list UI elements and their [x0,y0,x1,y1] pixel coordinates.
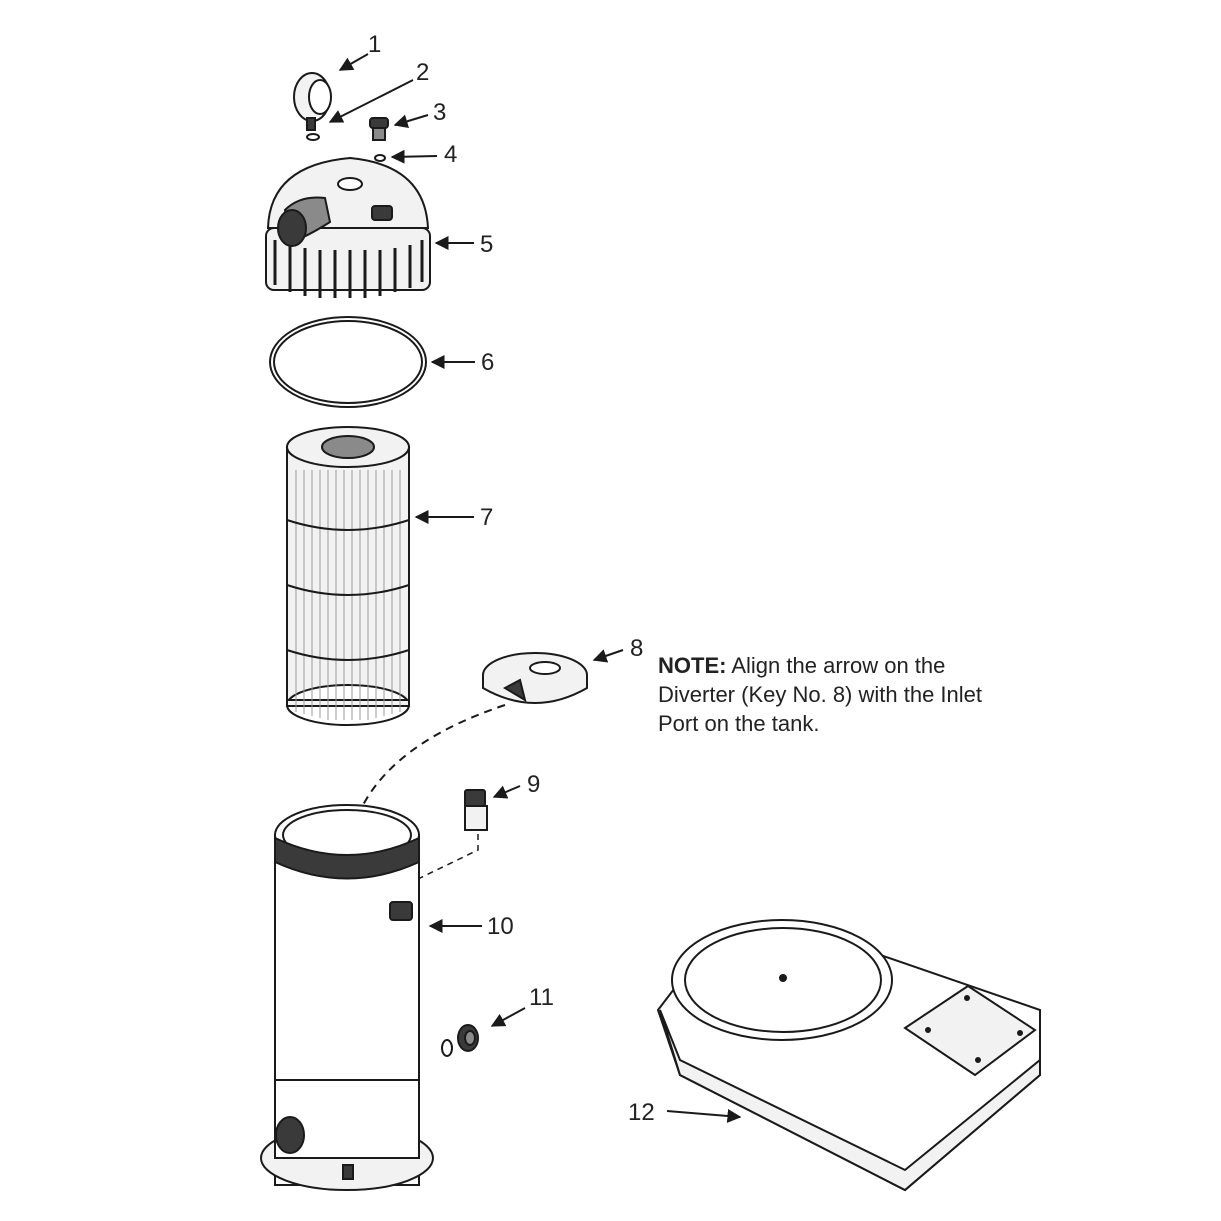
callout-7: 7 [480,504,493,531]
callout-4: 4 [444,141,457,168]
part-6-tank-o-ring [269,316,427,408]
part-4-valve-o-ring [374,154,386,162]
callout-12: 12 [628,1099,655,1126]
callout-5: 5 [480,231,493,258]
part-8-diverter [482,652,588,704]
alignment-path [345,704,506,842]
callout-3: 3 [433,99,446,126]
part-1-pressure-gauge [293,72,332,131]
leader-arrows [328,53,742,1123]
part-11-drain-plug [441,1024,479,1057]
callout-8: 8 [630,635,643,662]
alignment-note: NOTE: Align the arrow on the Diverter (K… [658,651,1018,738]
callout-9: 9 [527,771,540,798]
part-12-base [656,919,1041,1192]
note-label: NOTE: [658,653,727,678]
part-2-gauge-o-ring [306,133,320,141]
callout-1: 1 [368,31,381,58]
part-7-filter-cartridge [286,426,410,726]
part-5-tank-lid [265,156,431,298]
note-text: Align the arrow on the Diverter (Key No.… [658,653,983,736]
callout-11: 11 [529,984,554,1011]
part-10-tank-body [260,804,434,1191]
callout-10: 10 [487,913,514,940]
callout-2: 2 [416,59,429,86]
callout-6: 6 [481,349,494,376]
part-3-air-relief-valve [369,117,389,141]
part-9-clip [464,789,488,831]
